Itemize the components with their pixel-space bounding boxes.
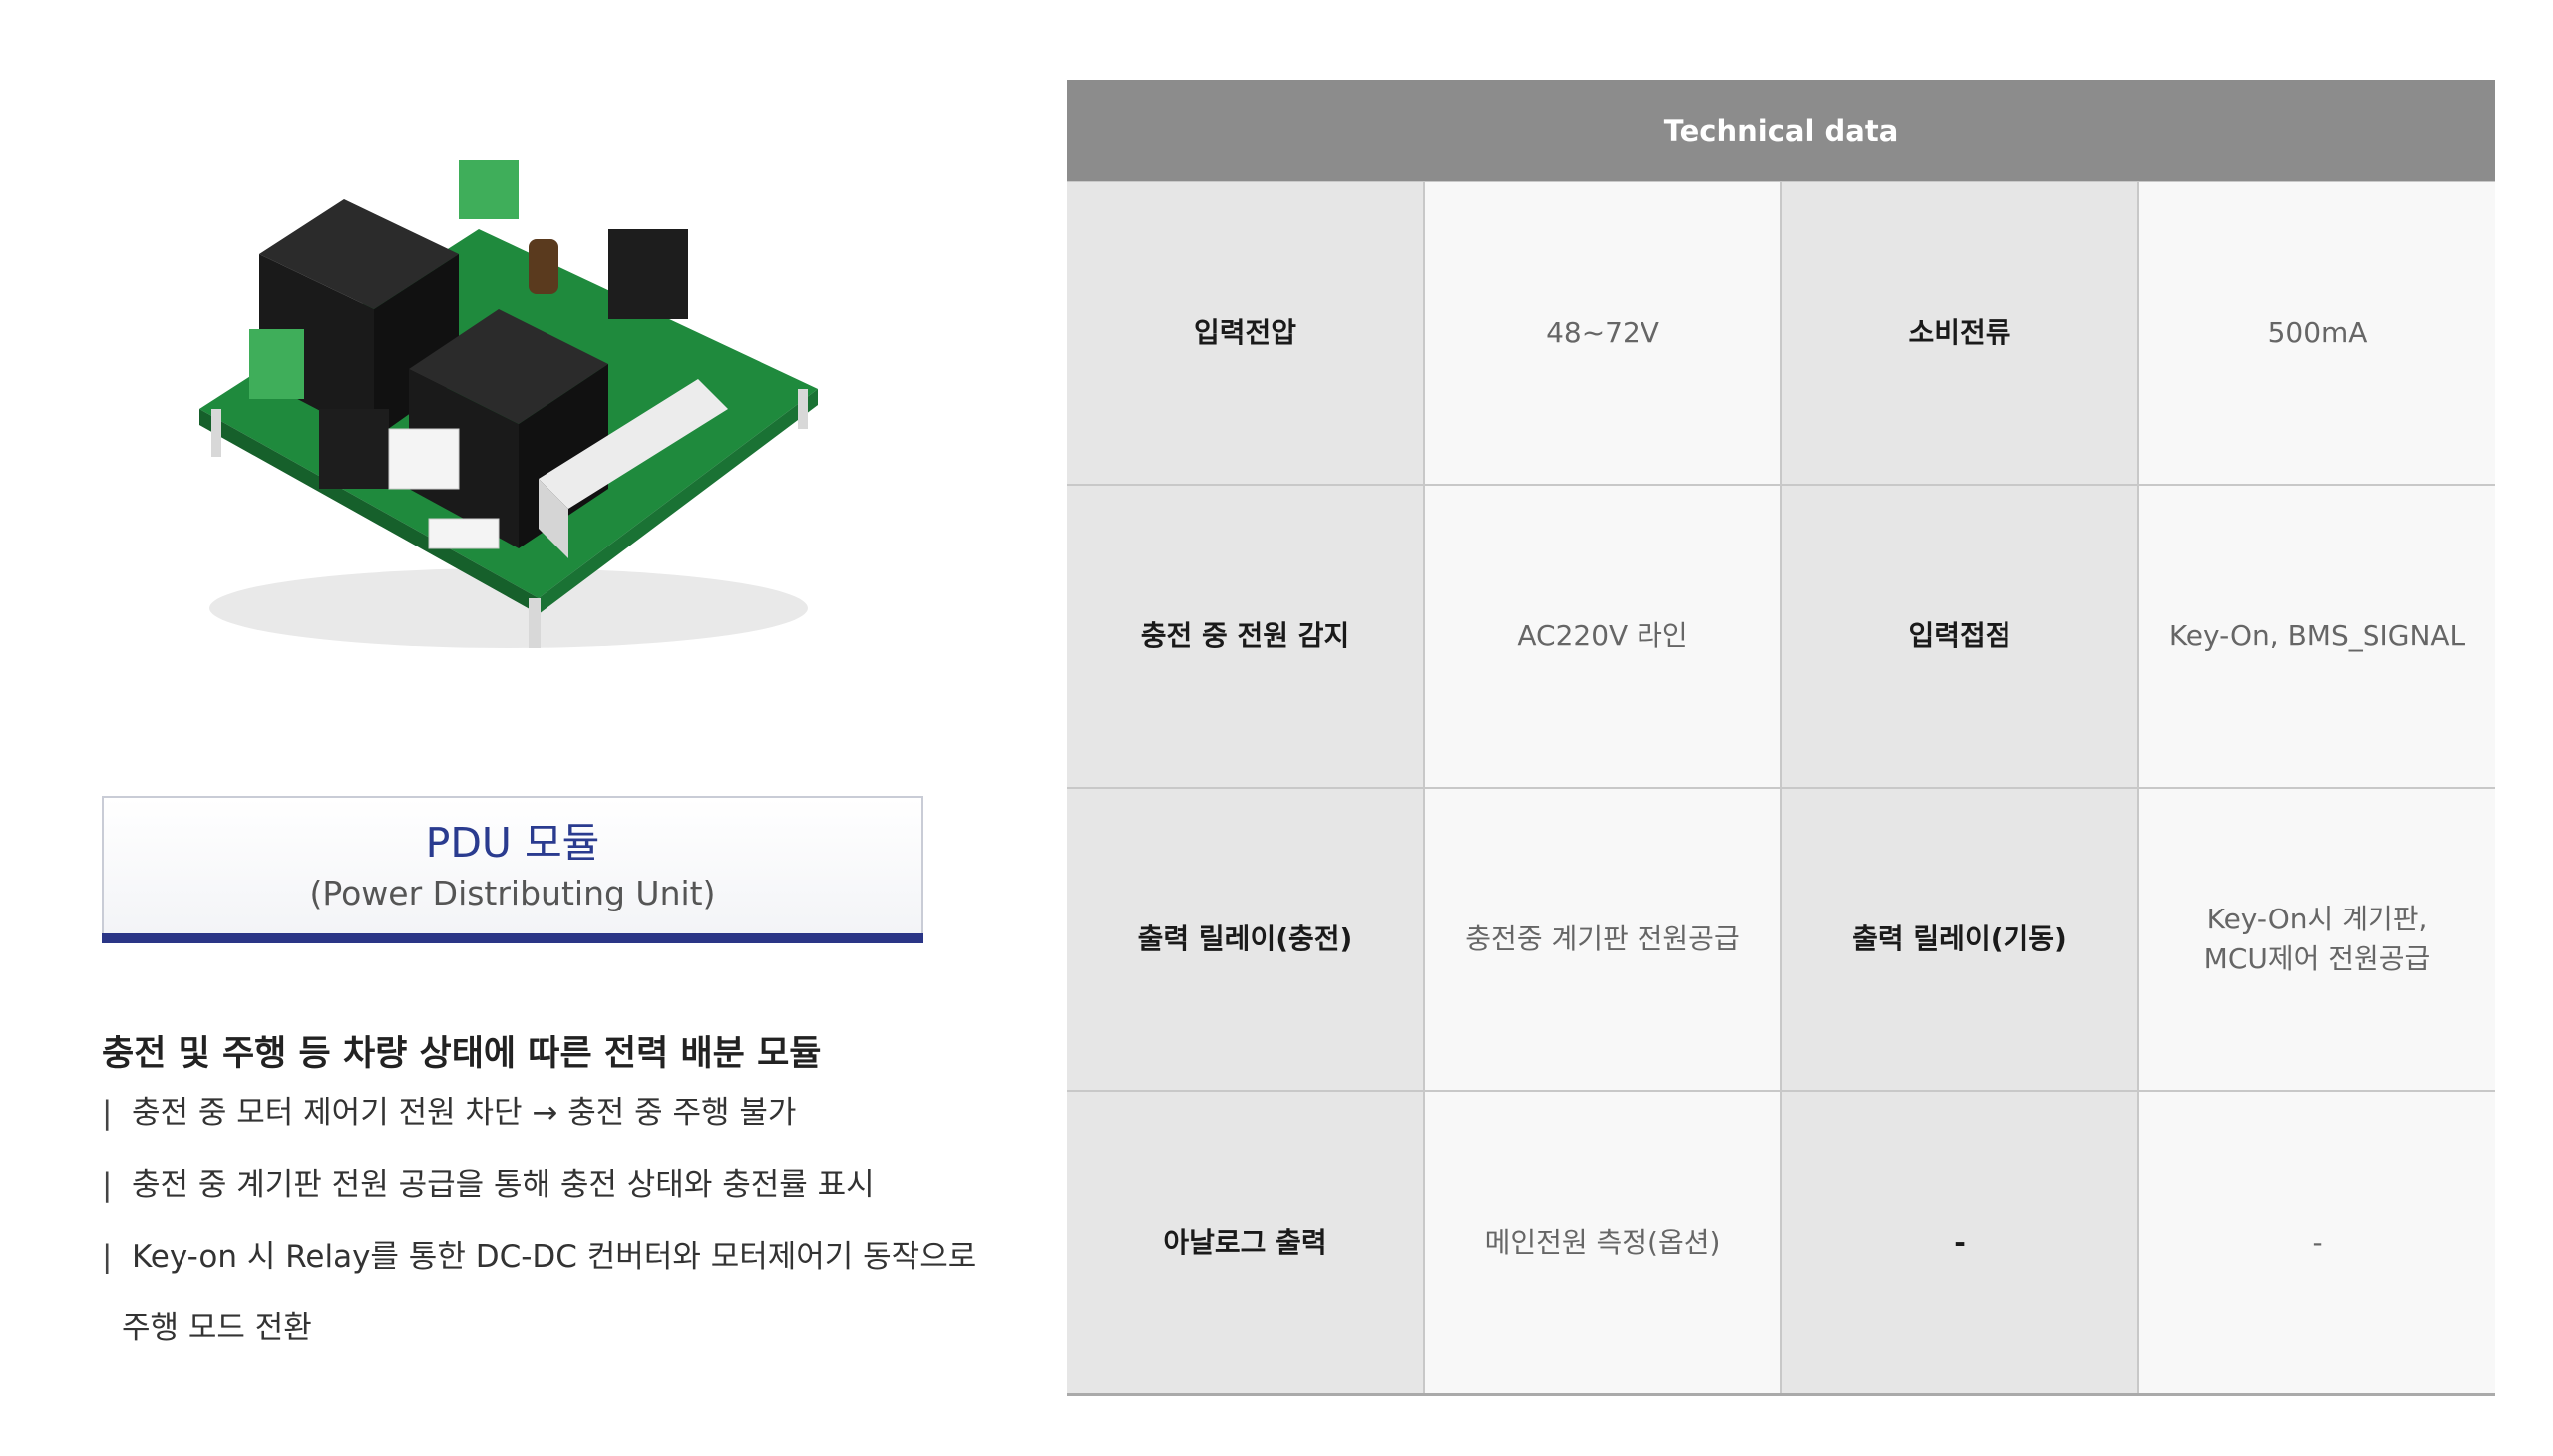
spec-value: 500mA: [2137, 181, 2495, 486]
table-header: Technical data: [1067, 80, 2495, 182]
table-row: 출력 릴레이(충전) 충전중 계기판 전원공급 출력 릴레이(기동) Key-O…: [1067, 787, 2495, 1092]
spec-value: AC220V 라인: [1423, 484, 1782, 789]
spec-label: 입력접점: [1780, 484, 2139, 789]
spec-label: 충전 중 전원 감지: [1067, 484, 1425, 789]
spec-label: 출력 릴레이(기동): [1780, 787, 2139, 1092]
spec-label: 출력 릴레이(충전): [1067, 787, 1425, 1092]
table-row: 아날로그 출력 메인전원 측정(옵션) - -: [1067, 1090, 2495, 1396]
table-row: 입력전압 48~72V 소비전류 500mA: [1067, 181, 2495, 486]
product-title: PDU 모듈: [425, 819, 600, 867]
pipe-marker: |: [102, 1239, 113, 1274]
description-heading: 충전 및 주행 등 차량 상태에 따른 전력 배분 모듈: [102, 1034, 822, 1074]
spec-label: 소비전류: [1780, 181, 2139, 486]
product-subtitle: (Power Distributing Unit): [309, 874, 716, 912]
spec-label: 입력전압: [1067, 181, 1425, 486]
spec-value: 충전중 계기판 전원공급: [1423, 787, 1782, 1092]
spec-value: Key-On, BMS_SIGNAL: [2137, 484, 2495, 789]
description-item-text: 충전 중 모터 제어기 전원 차단 → 충전 중 주행 불가: [132, 1095, 797, 1131]
product-image: [180, 140, 858, 678]
spec-label: 아날로그 출력: [1067, 1090, 1425, 1396]
pcb-illustration: [199, 160, 818, 648]
table-row: 충전 중 전원 감지 AC220V 라인 입력접점 Key-On, BMS_SI…: [1067, 484, 2495, 789]
description-list: | 충전 중 모터 제어기 전원 차단 → 충전 중 주행 불가 | 충전 중 계기…: [102, 1087, 976, 1374]
description-item-continuation: 주행 모드 전환: [102, 1302, 939, 1374]
description-item: | Key-on 시 Relay를 통한 DC-DC 컨버터와 모터제어기 동작으…: [102, 1231, 976, 1302]
technical-data-table: Technical data 입력전압 48~72V 소비전류 500mA 충전…: [1067, 80, 2495, 1396]
spec-value-line: MCU제어 전원공급: [2203, 942, 2431, 975]
spec-value-multiline: Key-On시 계기판, MCU제어 전원공급: [2137, 787, 2495, 1092]
title-accent-bar: [102, 933, 923, 943]
pipe-marker: |: [102, 1095, 113, 1131]
spec-value: 48~72V: [1423, 181, 1782, 486]
description-item: | 충전 중 모터 제어기 전원 차단 → 충전 중 주행 불가: [102, 1087, 939, 1159]
table-header-row: Technical data: [1067, 80, 2495, 182]
description-item-text: Key-on 시 Relay를 통한 DC-DC 컨버터와 모터제어기 동작으로: [132, 1239, 977, 1274]
product-title-box: PDU 모듈 (Power Distributing Unit): [102, 796, 923, 943]
description-item-text: 주행 모드 전환: [122, 1310, 312, 1346]
spec-label: -: [1780, 1090, 2139, 1396]
description-item: | 충전 중 계기판 전원 공급을 통해 충전 상태와 충전률 표시: [102, 1159, 939, 1231]
spec-value-line: Key-On시 계기판,: [2206, 903, 2428, 935]
spec-value: -: [2137, 1090, 2495, 1396]
spec-value: 메인전원 측정(옵션): [1423, 1090, 1782, 1396]
description-item-text: 충전 중 계기판 전원 공급을 통해 충전 상태와 충전률 표시: [132, 1167, 875, 1203]
pipe-marker: |: [102, 1167, 113, 1203]
